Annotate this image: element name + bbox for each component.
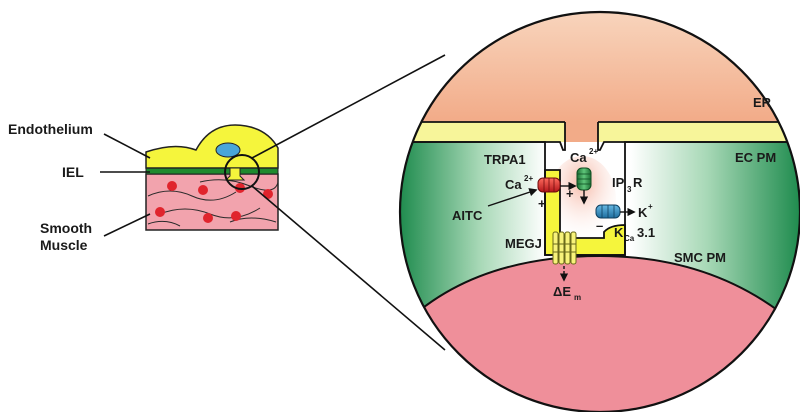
endothelium-leader xyxy=(103,133,151,159)
label-delta-e: ΔE xyxy=(553,284,571,299)
label-plus-center: + xyxy=(566,186,574,201)
endothelial-nucleus xyxy=(215,142,241,158)
vessel-wall-schematic: Endothelium IEL Smooth Muscle xyxy=(8,121,279,253)
label-endothelium: Endothelium xyxy=(8,121,93,137)
label-ip3r-ip: IP xyxy=(612,175,625,190)
zoom-circle-large xyxy=(398,10,800,412)
label-aitc: AITC xyxy=(452,208,483,223)
label-plus-left: + xyxy=(538,196,546,211)
er-membrane-band-right xyxy=(598,122,800,150)
label-kca-k: K xyxy=(614,225,624,240)
er-region xyxy=(400,12,800,122)
zoom-connector-bottom xyxy=(251,185,446,351)
zoom-circle-small xyxy=(224,154,260,190)
zoom-connector-top xyxy=(251,54,446,159)
label-minus: – xyxy=(596,218,603,233)
label-ec-pm: EC PM xyxy=(735,150,776,165)
endothelial-projection xyxy=(224,167,246,181)
trpa1-channel-icon xyxy=(537,177,561,193)
label-ca-top-sup: 2+ xyxy=(589,147,598,156)
label-delta-e-sub: m xyxy=(574,293,581,302)
label-muscle: Muscle xyxy=(40,237,88,253)
smc-region xyxy=(400,254,800,412)
ec-membrane-outer xyxy=(400,141,800,256)
label-trpa1: TRPA1 xyxy=(484,152,526,167)
label-iel: IEL xyxy=(62,164,84,180)
label-ca-top: Ca xyxy=(570,150,587,165)
label-k-plus: K xyxy=(638,205,648,220)
label-er: ER xyxy=(753,95,772,110)
label-ca-left: Ca xyxy=(505,177,522,192)
endothelium-layer xyxy=(145,124,279,169)
gap-junction-icon xyxy=(552,231,577,265)
er-membrane-band xyxy=(400,122,565,150)
label-ip3r-sub: 3 xyxy=(627,185,632,194)
aitc-arrow xyxy=(487,188,538,207)
label-ip3r-r: R xyxy=(633,175,643,190)
label-kca-sub: Ca xyxy=(624,234,635,243)
label-smc-pm: SMC PM xyxy=(674,250,726,265)
label-k-plus-sup: + xyxy=(648,202,653,211)
smooth-muscle-leader xyxy=(103,213,151,237)
ip3r-channel-icon xyxy=(576,167,592,191)
label-kca-rest: 3.1 xyxy=(637,225,655,240)
kca-channel-icon xyxy=(595,204,621,219)
label-smooth: Smooth xyxy=(40,220,92,236)
label-ca-left-sup: 2+ xyxy=(524,174,533,183)
label-megj: MEGJ xyxy=(505,236,542,251)
